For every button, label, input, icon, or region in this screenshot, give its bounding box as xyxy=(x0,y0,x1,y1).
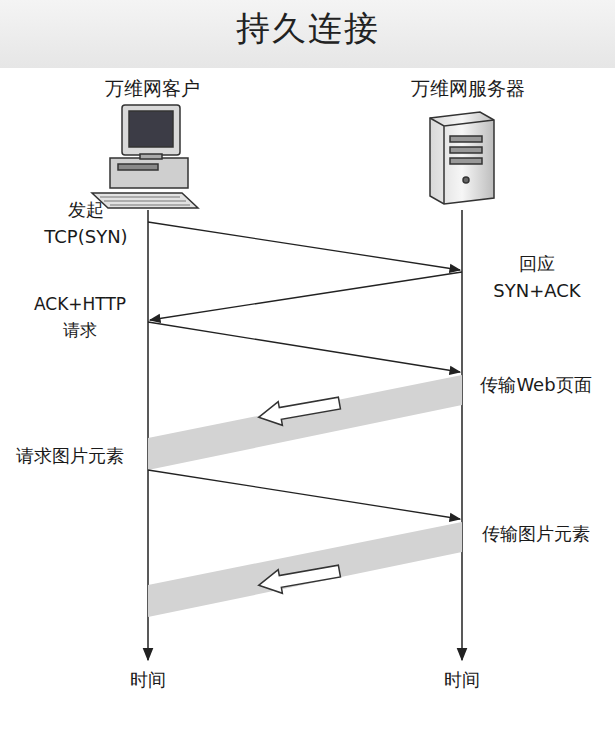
server-tower xyxy=(430,112,494,204)
server-label: 万维网服务器 xyxy=(393,74,543,103)
message-arrow xyxy=(148,322,460,372)
title-band xyxy=(0,0,615,68)
transfer-band xyxy=(148,522,462,617)
axis-label: 时间 xyxy=(432,666,492,693)
transfer-band xyxy=(148,375,462,470)
server-timeline xyxy=(461,210,463,660)
message-label: 回应 SYN+ACK xyxy=(482,250,592,304)
message-label: ACK+HTTP 请求 xyxy=(25,292,135,343)
client-label: 万维网客户 xyxy=(87,74,217,103)
message-label: 发起 TCP(SYN) xyxy=(36,196,136,250)
message-label: 请求图片元素 xyxy=(8,442,132,469)
transfer-label: 传输图片元素 xyxy=(466,520,606,547)
message-arrow xyxy=(148,222,460,270)
diagram-title: 持久连接 xyxy=(0,6,615,52)
message-arrow xyxy=(148,470,460,519)
hollow-arrow xyxy=(257,391,342,429)
client-computer xyxy=(92,105,198,208)
transfer-label: 传输Web页面 xyxy=(466,371,606,398)
hollow-arrow xyxy=(257,559,342,597)
message-arrow xyxy=(150,272,462,320)
axis-label: 时间 xyxy=(118,666,178,693)
